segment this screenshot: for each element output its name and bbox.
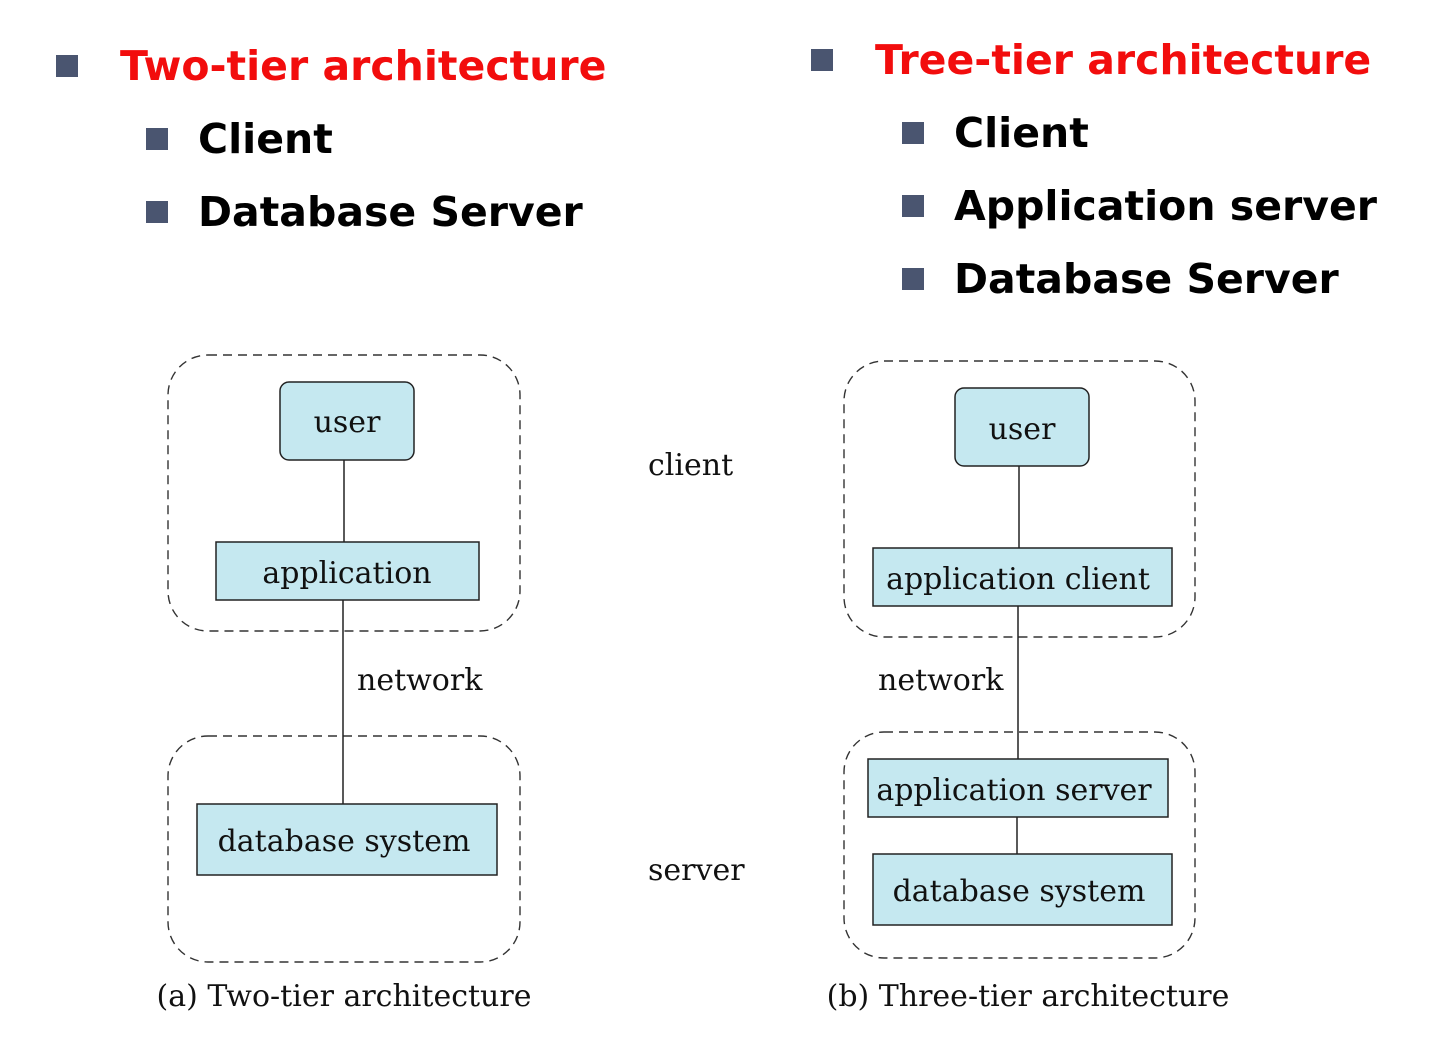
three-tier-application-server-box [867,758,1169,818]
right-item-label: Database Server [954,255,1339,303]
three-tier-application-client-label: application client [886,562,1150,597]
bullet-square-icon [56,55,78,77]
left-item-client: Client [146,115,333,163]
right-heading: Tree-tier architecture [875,36,1372,84]
left-item-label: Client [198,115,333,163]
three-tier-user-box [954,387,1090,467]
two-tier-database-label: database system [218,824,471,859]
right-item-client: Client [902,109,1089,157]
two-tier-user-label: user [314,405,381,440]
three-tier-application-client-box [872,547,1173,607]
three-tier-application-server-label: application server [876,773,1152,808]
bullet-square-icon [146,128,168,150]
bullet-square-icon [902,122,924,144]
two-tier-caption: (a) Two-tier architecture [157,979,532,1014]
two-tier-client-boundary [167,354,521,632]
two-tier-server-boundary [167,735,521,963]
three-tier-database-box [872,853,1173,926]
three-tier-caption: (b) Three-tier architecture [827,979,1230,1014]
three-tier-server-boundary [843,731,1196,959]
right-heading-item: Tree-tier architecture [811,36,1371,84]
three-tier-client-boundary [843,360,1196,638]
three-tier-user-label: user [989,412,1056,447]
two-tier-network-label: network [357,663,483,698]
left-item-label: Database Server [198,188,583,236]
two-tier-database-box [196,803,498,876]
three-tier-database-label: database system [893,874,1146,909]
bullet-square-icon [811,49,833,71]
right-item-application-server: Application server [902,182,1377,230]
server-label: server [648,853,745,888]
left-heading: Two-tier architecture [120,42,607,90]
right-item-label: Application server [954,182,1377,230]
two-tier-user-box [279,381,415,461]
bullet-square-icon [902,195,924,217]
left-heading-item: Two-tier architecture [56,42,606,90]
left-item-database-server: Database Server [146,188,583,236]
right-item-database-server: Database Server [902,255,1339,303]
client-label: client [648,448,733,483]
bullet-square-icon [146,201,168,223]
two-tier-application-box [215,541,480,601]
bullet-square-icon [902,268,924,290]
three-tier-network-label: network [878,663,1004,698]
two-tier-application-label: application [262,556,431,591]
right-item-label: Client [954,109,1089,157]
